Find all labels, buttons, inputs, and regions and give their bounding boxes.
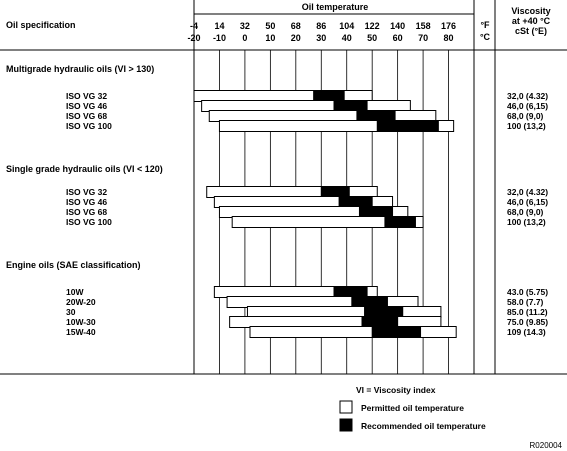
recommended-bar [361,316,399,328]
tick-label-c: 80 [444,33,454,43]
viscosity-value: 100 (13,2) [507,121,546,131]
recommended-bar [333,286,368,298]
tick-label-c: -10 [213,33,226,43]
viscosity-value: 109 (14.3) [507,327,546,337]
unit-celsius: °C [480,32,491,42]
tick-label-c: 50 [367,33,377,43]
tick-label-f: 86 [316,21,326,31]
viscosity-value: 43.0 (5.75) [507,287,548,297]
viscosity-header-line-2: at +40 °C [512,16,551,26]
tick-label-f: 140 [390,21,405,31]
permitted-bar [249,326,457,338]
tick-label-f: 122 [365,21,380,31]
permitted-bar [193,90,373,102]
permitted-bar [226,296,419,308]
tick-label-c: 20 [291,33,301,43]
recommended-bar [313,90,345,102]
permitted-bar [208,110,437,122]
chart-rows: Multigrade hydraulic oils (VI > 130) ISO … [6,64,548,338]
figure-code: R020004 [530,441,563,450]
row-label: ISO VG 46 [66,101,107,111]
tick-label-f: 14 [214,21,224,31]
tick-label-c: 0 [242,33,247,43]
recommended-bar [356,110,396,122]
row-label: 10W-30 [66,317,96,327]
tick-label-c: -20 [187,33,200,43]
axis-ticks: -4 -20 14 -10 32 0 50 10 68 20 86 30 104 40 122 50 140 60… [187,21,456,43]
recommended-bar [384,216,416,228]
row-label: ISO VG 100 [66,121,112,131]
viscosity-value: 85.0 (11.2) [507,307,548,317]
row-label: 20W-20 [66,297,96,307]
tick-label-c: 10 [265,33,275,43]
tick-label-f: -4 [190,21,198,31]
tick-label-c: 30 [316,33,326,43]
legend-swatch-recommended [339,418,353,432]
tick-label-c: 60 [393,33,403,43]
viscosity-value: 46,0 (6,15) [507,197,548,207]
viscosity-value: 75.0 (9.85) [507,317,548,327]
chart-title: Oil temperature [302,2,369,12]
tick-label-f: 50 [265,21,275,31]
tick-label-f: 158 [416,21,431,31]
tick-label-f: 104 [339,21,354,31]
permitted-bar [206,186,378,198]
recommended-bar [320,186,350,198]
row-label: ISO VG 32 [66,91,107,101]
tick-label-f: 32 [240,21,250,31]
recommended-bar [351,296,388,308]
row-label: ISO VG 46 [66,197,107,207]
chart-header: Oil specification Oil temperature Viscos… [6,2,551,42]
legend-note: VI = Viscosity index [356,385,436,395]
row-label: ISO VG 100 [66,217,112,227]
row-label: 10W [66,287,84,297]
recommended-bar [338,196,373,208]
legend-label: Permitted oil temperature [361,403,464,413]
permitted-bar [229,316,442,328]
permitted-bar [246,306,442,318]
viscosity-value: 32,0 (4.32) [507,187,548,197]
group-title: Multigrade hydraulic oils (VI > 130) [6,64,154,74]
permitted-bar [201,100,411,112]
viscosity-value: 58.0 (7.7) [507,297,544,307]
recommended-bar [376,120,439,132]
permitted-bar [218,120,455,132]
group-title: Single grade hydraulic oils (VI < 120) [6,164,163,174]
permitted-bar [231,216,424,228]
recommended-bar [364,306,404,318]
recommended-bar [371,326,422,338]
legend-swatch-permitted [339,400,353,414]
row-header: Oil specification [6,20,76,30]
tick-label-f: 68 [291,21,301,31]
viscosity-value: 32,0 (4.32) [507,91,548,101]
viscosity-header-line-1: Viscosity [511,6,550,16]
row-label: ISO VG 68 [66,207,107,217]
tick-label-c: 70 [418,33,428,43]
legend-label: Recommended oil temperature [361,421,486,431]
row-label: 30 [66,307,76,317]
row-label: ISO VG 68 [66,111,107,121]
viscosity-value: 100 (13,2) [507,217,546,227]
viscosity-header-line-3: cSt (°E) [515,26,547,36]
tick-label-f: 176 [441,21,456,31]
unit-fahrenheit: °F [480,20,490,30]
viscosity-value: 68,0 (9,0) [507,111,544,121]
viscosity-value: 46,0 (6,15) [507,101,548,111]
group-title: Engine oils (SAE classification) [6,260,141,270]
row-label: ISO VG 32 [66,187,107,197]
row-label: 15W-40 [66,327,96,337]
recommended-bar [333,100,368,112]
tick-label-c: 40 [342,33,352,43]
recommended-bar [358,206,394,218]
viscosity-value: 68,0 (9,0) [507,207,544,217]
